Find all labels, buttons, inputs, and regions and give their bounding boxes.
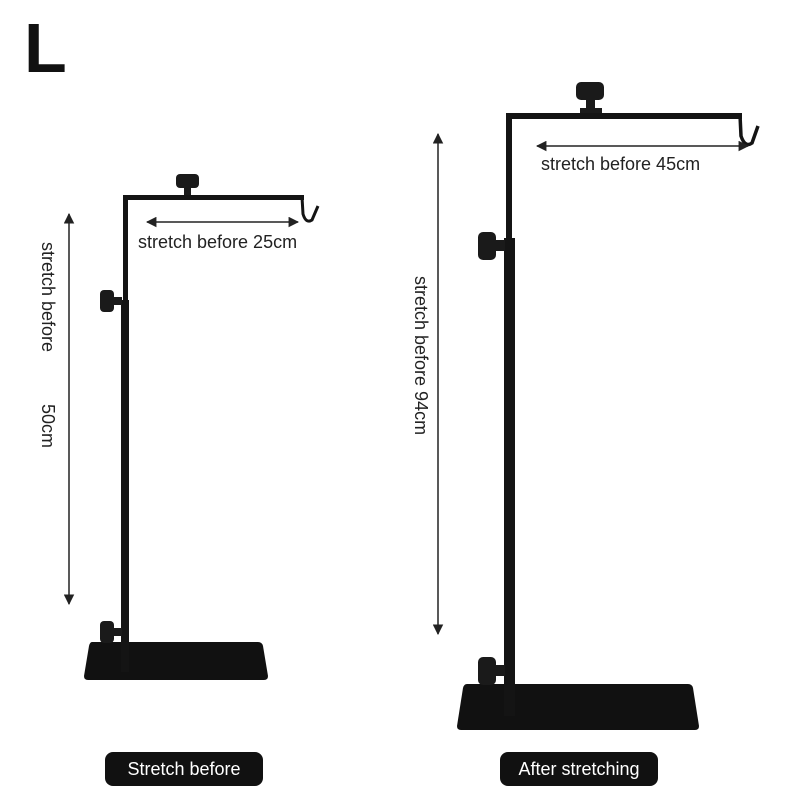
tall-stand-base	[457, 684, 699, 730]
short-stand-upper-pole	[123, 198, 128, 308]
tall-stand-side-knob-lower	[478, 657, 496, 685]
tall-stand-hook	[738, 114, 760, 147]
short-stand-lower-pole	[121, 300, 129, 672]
tall-stand-arm	[506, 113, 742, 119]
after-stretching-badge: After stretching	[500, 752, 658, 786]
short-horizontal-label: stretch before 25cm	[138, 232, 298, 252]
short-stand-hook	[300, 196, 320, 223]
short-stand-arm	[123, 195, 304, 200]
tall-horizontal-label: stretch before 45cm	[541, 154, 701, 174]
tall-stand-lower-pole	[504, 238, 515, 716]
short-stand-base	[84, 642, 268, 680]
short-stand-top-knob	[176, 174, 199, 188]
short-vertical-label-part1: stretch before	[38, 242, 58, 353]
tall-stand-upper-pole	[506, 116, 512, 246]
tall-stand	[457, 82, 760, 730]
short-stand-side-knob-upper	[100, 290, 114, 312]
tall-stand-top-knob	[576, 82, 604, 100]
short-stand	[84, 174, 320, 680]
tall-vertical-label: stretch before 94cm	[411, 276, 431, 436]
stretch-before-badge: Stretch before	[105, 752, 263, 786]
size-label: L	[24, 9, 67, 87]
tall-stand-side-knob-upper	[478, 232, 496, 260]
short-stand-side-knob-lower	[100, 621, 114, 643]
short-vertical-label-part2: 50cm	[38, 404, 58, 449]
